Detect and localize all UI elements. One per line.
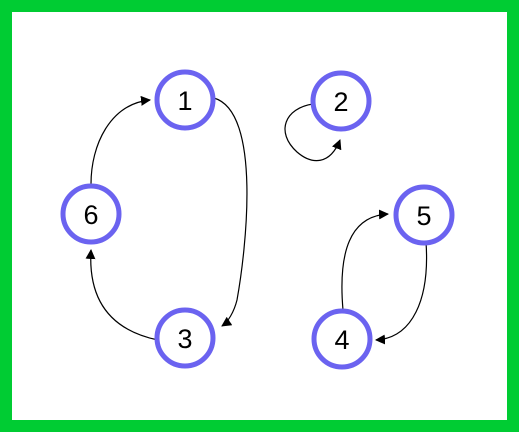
edge-1-to-3 [213, 97, 248, 327]
node-2-label: 2 [333, 87, 348, 117]
node-4-label: 4 [334, 325, 349, 355]
node-5-circle [393, 184, 455, 246]
node-1-label: 1 [177, 86, 192, 116]
node-6: 6 [60, 183, 122, 245]
edge-3-to-6 [85, 249, 159, 341]
node-2-circle [310, 70, 372, 132]
node-3: 3 [154, 307, 216, 369]
node-4-circle [311, 308, 373, 370]
node-1-circle [154, 69, 216, 131]
edges [85, 95, 428, 345]
node-3-circle [154, 307, 216, 369]
node-5-label: 5 [416, 201, 431, 231]
node-1: 1 [154, 69, 216, 131]
edge-5-to-4 [375, 241, 428, 345]
edge-2-self-loop [284, 103, 342, 162]
node-2: 2 [310, 70, 372, 132]
node-6-label: 6 [83, 200, 98, 230]
node-5: 5 [393, 184, 455, 246]
node-4: 4 [311, 308, 373, 370]
node-3-label: 3 [177, 324, 192, 354]
edge-4-to-5 [341, 209, 389, 311]
edge-6-to-1 [90, 95, 151, 185]
node-6-circle [60, 183, 122, 245]
